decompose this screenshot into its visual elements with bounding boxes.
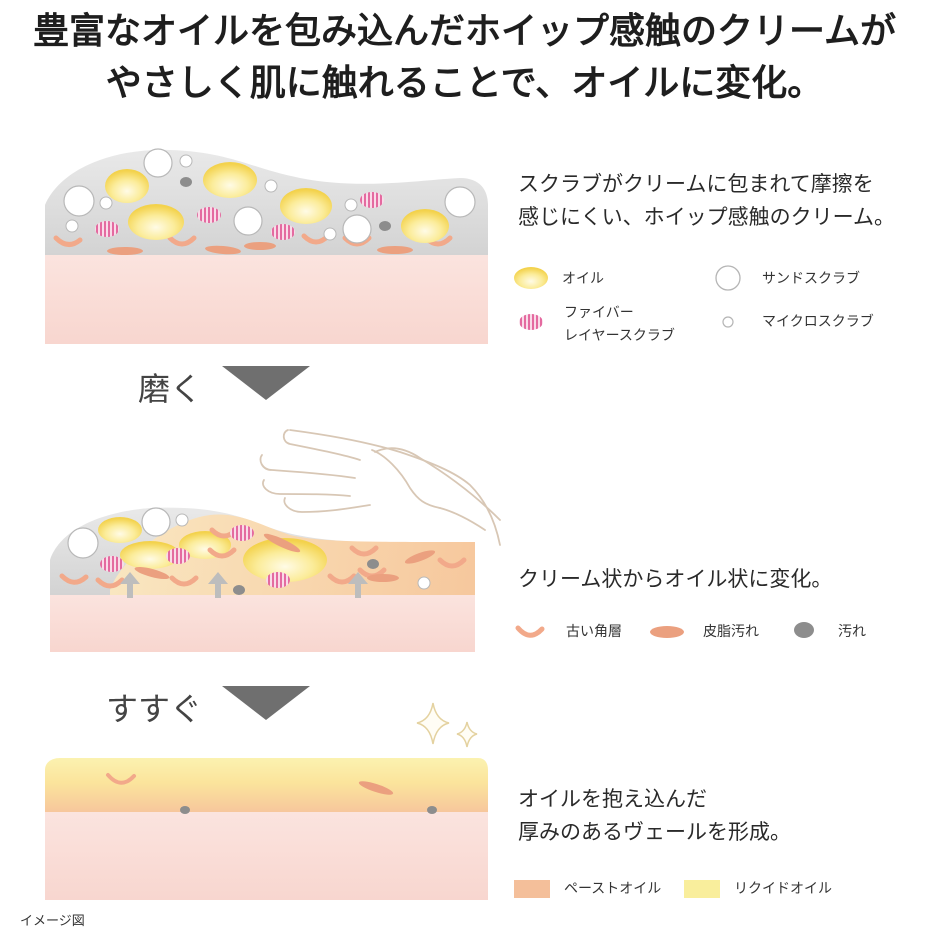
liquid-oil-swatch-icon [684, 880, 720, 898]
oil-droplets [98, 517, 327, 582]
dirt-marks [233, 559, 379, 595]
sebum-dirt-marks [107, 242, 413, 255]
stage1-diagram [45, 148, 488, 344]
sand-scrubs [67, 507, 171, 559]
legend-fiber-scrub-label-line1: ファイバー [564, 305, 634, 321]
sebum-dirt-marks [134, 533, 436, 582]
up-arrow-icons [120, 572, 368, 598]
fiber-scrub-swatch-icon [519, 314, 543, 330]
oil-swatch-icon [514, 267, 548, 289]
sand-scrub-swatch-icon [715, 265, 741, 291]
headline-line2: やさしく肌に触れることで、オイルに変化。 [105, 63, 824, 104]
stage3-description-line1: オイルを抱え込んだ [518, 787, 707, 811]
step-rinse-label: すすぐ [106, 690, 203, 728]
sebum-dirt-mark [358, 781, 394, 795]
legend-paste-oil-label: ペーストオイル [564, 881, 662, 897]
legend-dirt-label: 汚れ [838, 624, 866, 640]
dirt-mark [180, 806, 190, 814]
stage1-description-line1: スクラブがクリームに包まれて摩擦を [518, 172, 874, 196]
down-arrow-icon [222, 686, 310, 720]
sebum-dirt-swatch-icon [650, 626, 684, 638]
legend-oil-label: オイル [562, 271, 604, 287]
legend-liquid-oil-label: リクイドオイル [734, 881, 832, 897]
old-keratin-swatch-icon [515, 625, 545, 638]
dirt-swatch-icon [794, 622, 814, 638]
old-keratin-mark [106, 773, 136, 785]
stage3-diagram [45, 758, 488, 900]
fiber-layer-scrubs [100, 525, 290, 588]
skin-layer [50, 592, 475, 652]
stage1-description-line2: 感じにくい、ホイップ感触のクリーム。 [518, 205, 895, 229]
image-caption: イメージ図 [20, 914, 85, 929]
step-polish-label: 磨く [138, 370, 203, 408]
legend-sand-scrub-label: サンドスクラブ [762, 271, 860, 287]
skin-layer [45, 810, 488, 900]
legend-sebum-dirt-label: 皮脂汚れ [703, 624, 759, 640]
old-keratin-marks [59, 527, 467, 589]
skin-layer [45, 252, 488, 344]
dirt-marks [180, 177, 391, 231]
legend-old-keratin-label: 古い角層 [566, 624, 622, 640]
legend-micro-scrub-label: マイクロスクラブ [762, 314, 874, 330]
fiber-layer-scrubs [95, 192, 384, 240]
headline-line1: 豊富なオイルを包み込んだホイップ感触のクリームが [33, 11, 896, 52]
oil-droplets [105, 162, 449, 243]
stage2-diagram [50, 507, 475, 652]
micro-scrubs [175, 513, 431, 590]
paste-oil-swatch-icon [514, 880, 550, 898]
legend-fiber-scrub-label-line2: レイヤースクラブ [564, 328, 675, 344]
stage3-description-line2: 厚みのあるヴェールを形成。 [518, 820, 791, 844]
sparkle-icon [416, 702, 478, 748]
stage2-description: クリーム状からオイル状に変化。 [518, 567, 833, 591]
hand-illustration [259, 429, 501, 546]
sand-scrubs [63, 148, 476, 244]
dirt-mark [427, 806, 437, 814]
micro-scrubs [65, 154, 358, 241]
oil-veil-layer [45, 758, 488, 812]
down-arrow-icon [222, 366, 310, 400]
micro-scrub-swatch-icon [722, 316, 734, 328]
